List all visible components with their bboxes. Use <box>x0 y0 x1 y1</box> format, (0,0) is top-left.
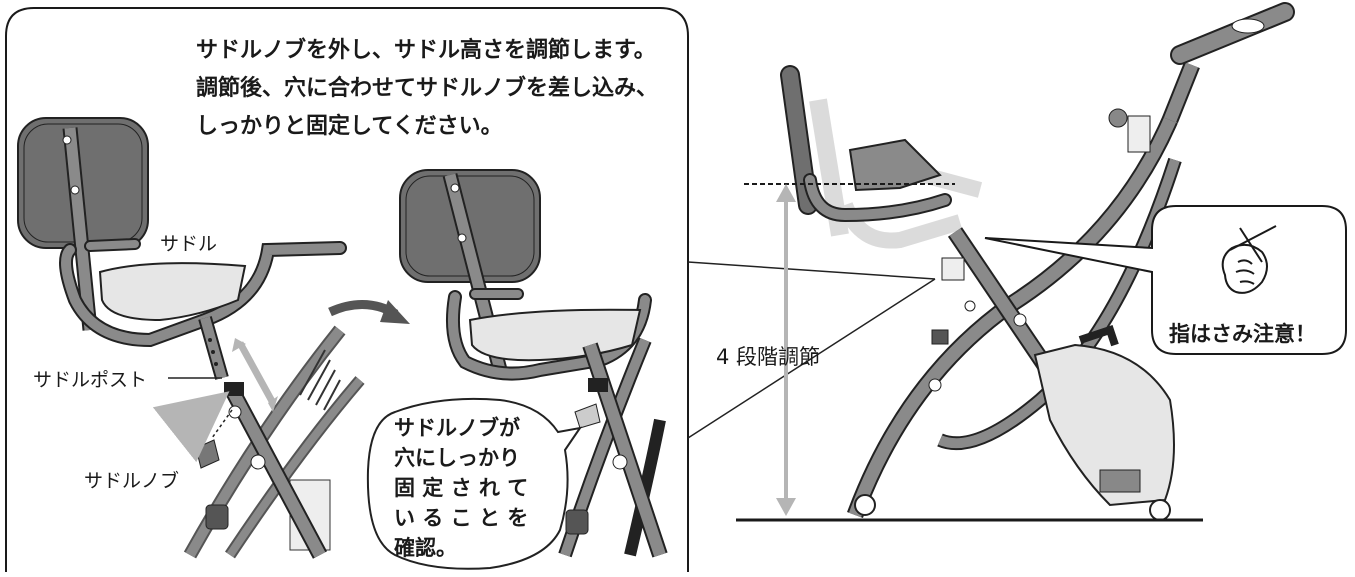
panel-before <box>17 117 365 559</box>
instruction-line-1: サドルノブを外し、サドル高さを調節します。 <box>196 38 656 63</box>
saddle-knob-label: サドルノブ <box>84 470 180 492</box>
pinch-hazard-icon <box>1221 225 1277 294</box>
bike-full <box>780 2 1295 521</box>
confirm-bubble <box>366 397 583 570</box>
caution-callout <box>984 205 1347 355</box>
bubble-line-3: 固 定 さ れ て <box>394 476 529 500</box>
bubble-line-4: い る こ と を <box>394 506 529 530</box>
four-step-adjust-label: 4 段階調節 <box>716 345 821 369</box>
caution-text: 指はさみ注意！ <box>1169 322 1316 346</box>
confirm-bubble-text: サドルノブが 穴にしっかり 固 定 さ れ て い る こ と を 確認。 <box>394 413 528 563</box>
saddle-full <box>848 138 942 192</box>
saddle-label: サドル <box>160 233 218 255</box>
bubble-line-5: 確認。 <box>394 536 457 560</box>
instruction-line-3: しっかりと固定してください。 <box>196 114 503 139</box>
saddle-before <box>98 262 247 322</box>
saddle-knob-installed <box>574 403 601 429</box>
bubble-line-2: 穴にしっかり <box>394 446 520 470</box>
saddle-knob-removed <box>195 409 233 469</box>
instruction-text: サドルノブを外し、サドル高さを調節します。 調節後、穴に合わせてサドルノブを差し… <box>196 32 658 146</box>
saddle-post-label: サドルポスト <box>33 369 148 391</box>
panel-after <box>399 169 668 558</box>
bubble-line-1: サドルノブが <box>394 416 520 440</box>
instruction-line-2: 調節後、穴に合わせてサドルノブを差し込み、 <box>196 76 659 101</box>
detail-frame <box>5 7 689 572</box>
